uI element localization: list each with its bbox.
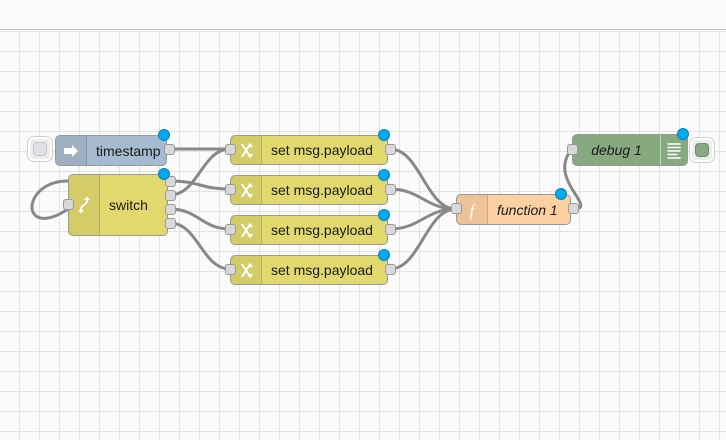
switch-input-port[interactable] <box>63 199 74 210</box>
switch-node-label: switch <box>109 197 148 213</box>
inject-button-inner <box>33 142 47 156</box>
inject-node-label: timestamp <box>96 142 161 159</box>
debug-lines-icon <box>660 135 687 165</box>
wire-change1-to-function <box>388 187 458 211</box>
change-node-2-label: set msg.payload <box>271 182 373 198</box>
debug-status-dot <box>677 128 689 140</box>
inject-trigger-button[interactable] <box>28 137 52 161</box>
change-3-output-port[interactable] <box>385 224 396 235</box>
change-node-4-label: set msg.payload <box>271 262 373 278</box>
node-change-2[interactable]: set msg.payload <box>230 175 388 205</box>
node-change-3[interactable]: set msg.payload <box>230 215 388 245</box>
flow-canvas[interactable]: timestamp switch <box>0 31 726 440</box>
change-1-input-port[interactable] <box>225 144 236 155</box>
inject-output-port[interactable] <box>164 144 175 155</box>
debug-input-port[interactable] <box>567 144 578 155</box>
wire-change3-to-function <box>388 207 458 271</box>
change-node-1-label: set msg.payload <box>271 142 373 158</box>
svg-text:f: f <box>470 201 477 220</box>
node-switch[interactable]: switch <box>68 174 168 236</box>
node-change-1[interactable]: set msg.payload <box>230 135 388 165</box>
change-3-status-dot <box>378 209 390 221</box>
wire-switch3-to-change3 <box>168 221 232 271</box>
inject-arrow-icon <box>56 136 87 165</box>
change-node-3-label: set msg.payload <box>271 222 373 238</box>
switch-output-port-2[interactable] <box>165 190 176 201</box>
change-3-input-port[interactable] <box>225 224 236 235</box>
function-output-port[interactable] <box>568 203 579 214</box>
node-inject-timestamp[interactable]: timestamp <box>55 135 167 166</box>
switch-status-dot <box>158 168 170 180</box>
debug-node-label: debug 1 <box>591 142 642 158</box>
change-4-output-port[interactable] <box>385 264 396 275</box>
switch-output-port-1[interactable] <box>165 176 176 187</box>
function-input-port[interactable] <box>451 203 462 214</box>
shuffle-icon <box>231 216 262 244</box>
function-f-icon: f <box>457 195 488 224</box>
switch-icon <box>69 175 100 235</box>
change-4-status-dot <box>378 249 390 261</box>
inject-status-dot <box>158 129 170 141</box>
wire-change2-to-function <box>388 207 458 231</box>
shuffle-icon <box>231 256 262 284</box>
wire-change0-to-function <box>388 147 458 211</box>
node-debug[interactable]: debug 1 <box>572 134 688 166</box>
node-function[interactable]: f function 1 <box>456 194 571 225</box>
switch-output-port-4[interactable] <box>165 218 176 229</box>
wire-switch0-to-change1 <box>168 179 232 191</box>
wire-switch2-to-change2 <box>168 207 232 231</box>
change-1-output-port[interactable] <box>385 144 396 155</box>
change-2-output-port[interactable] <box>385 184 396 195</box>
debug-enable-toggle-button[interactable] <box>690 138 714 162</box>
change-2-input-port[interactable] <box>225 184 236 195</box>
change-1-status-dot <box>378 129 390 141</box>
function-node-label: function 1 <box>497 201 558 218</box>
editor-header-bar <box>0 0 726 30</box>
node-change-4[interactable]: set msg.payload <box>230 255 388 285</box>
switch-output-port-3[interactable] <box>165 204 176 215</box>
debug-toggle-inner <box>695 143 709 157</box>
function-status-dot <box>555 188 567 200</box>
change-2-status-dot <box>378 169 390 181</box>
shuffle-icon <box>231 176 262 204</box>
shuffle-icon <box>231 136 262 164</box>
wire-switch1-to-change0 <box>168 147 232 197</box>
change-4-input-port[interactable] <box>225 264 236 275</box>
